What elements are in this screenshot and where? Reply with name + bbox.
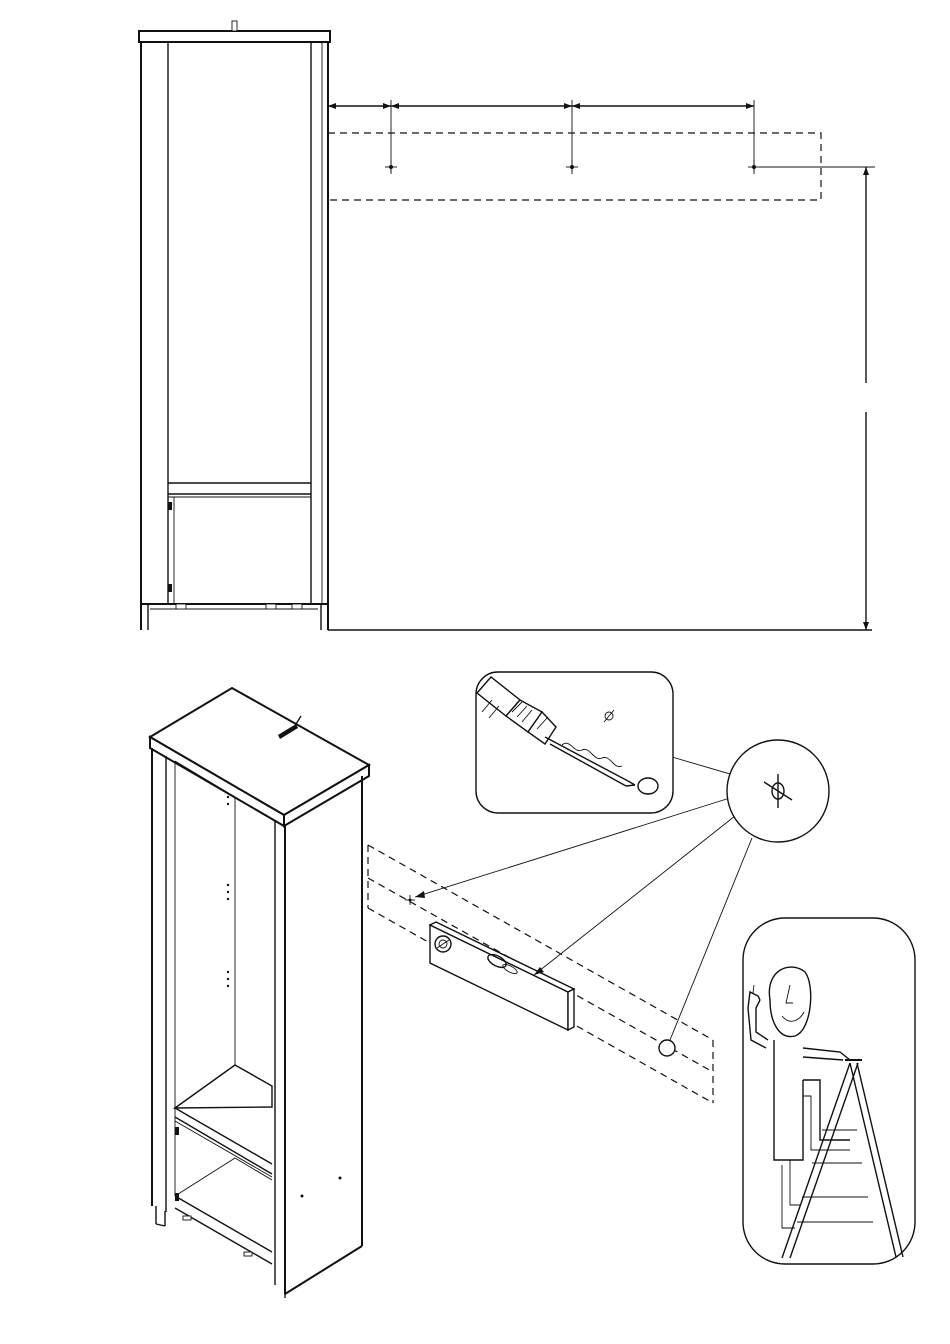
magnified-hole-circle: [727, 740, 829, 842]
cabinet-front-elevation: [139, 21, 330, 630]
horizontal-dimension-lines: [328, 100, 754, 172]
wall-rail-template-outline: [328, 133, 821, 200]
spirit-level-icon: [430, 922, 574, 1030]
drill-detail-callout: [476, 672, 673, 813]
drill-mark: [566, 160, 578, 174]
person-on-ladder-callout: [743, 918, 915, 1264]
drill-target-hole: [638, 778, 658, 794]
drill-mark: [385, 160, 397, 174]
drilled-hole: [659, 1040, 675, 1056]
drill-hole-marks: [385, 160, 760, 174]
drill-mark: [748, 160, 760, 174]
cabinet-perspective-view: [150, 688, 369, 1298]
wall-bracket-icon: [232, 21, 237, 31]
height-dimension-line: [760, 167, 875, 630]
